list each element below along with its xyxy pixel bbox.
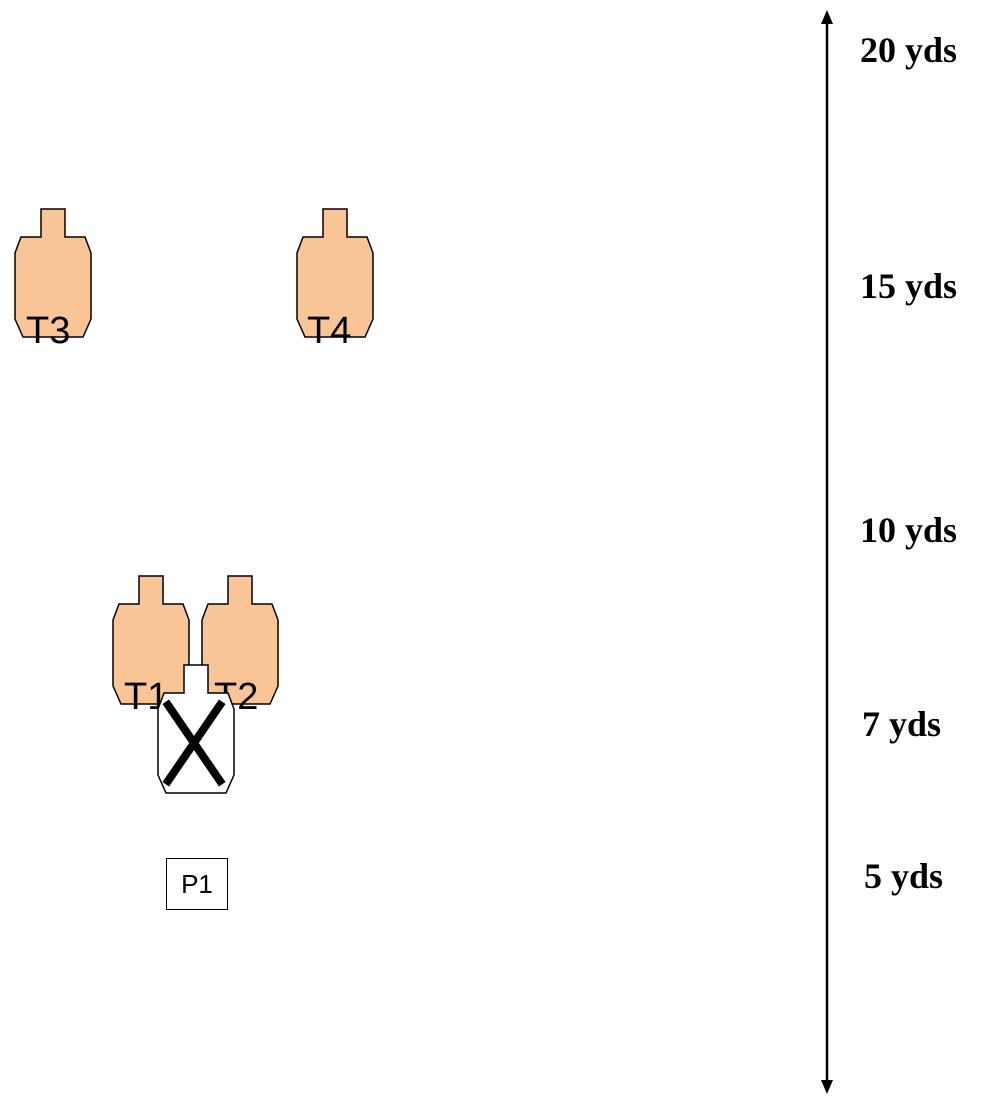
- distance-label-20: 20 yds: [860, 30, 958, 70]
- distance-label-5: 5 yds: [864, 856, 944, 896]
- arrow-up-icon: [821, 10, 833, 24]
- shooting-position-label: P1: [181, 868, 213, 899]
- no-shoot-target: [157, 664, 235, 794]
- arrow-down-icon: [821, 1080, 833, 1094]
- distance-label-7: 7 yds: [862, 704, 942, 744]
- distance-axis: [821, 10, 833, 1094]
- shooting-position-p1: P1: [166, 858, 228, 910]
- distance-label-10: 10 yds: [860, 510, 958, 550]
- distance-label-15: 15 yds: [860, 266, 958, 306]
- target-label-t3: T3: [26, 310, 71, 352]
- target-label-t4: T4: [307, 310, 352, 352]
